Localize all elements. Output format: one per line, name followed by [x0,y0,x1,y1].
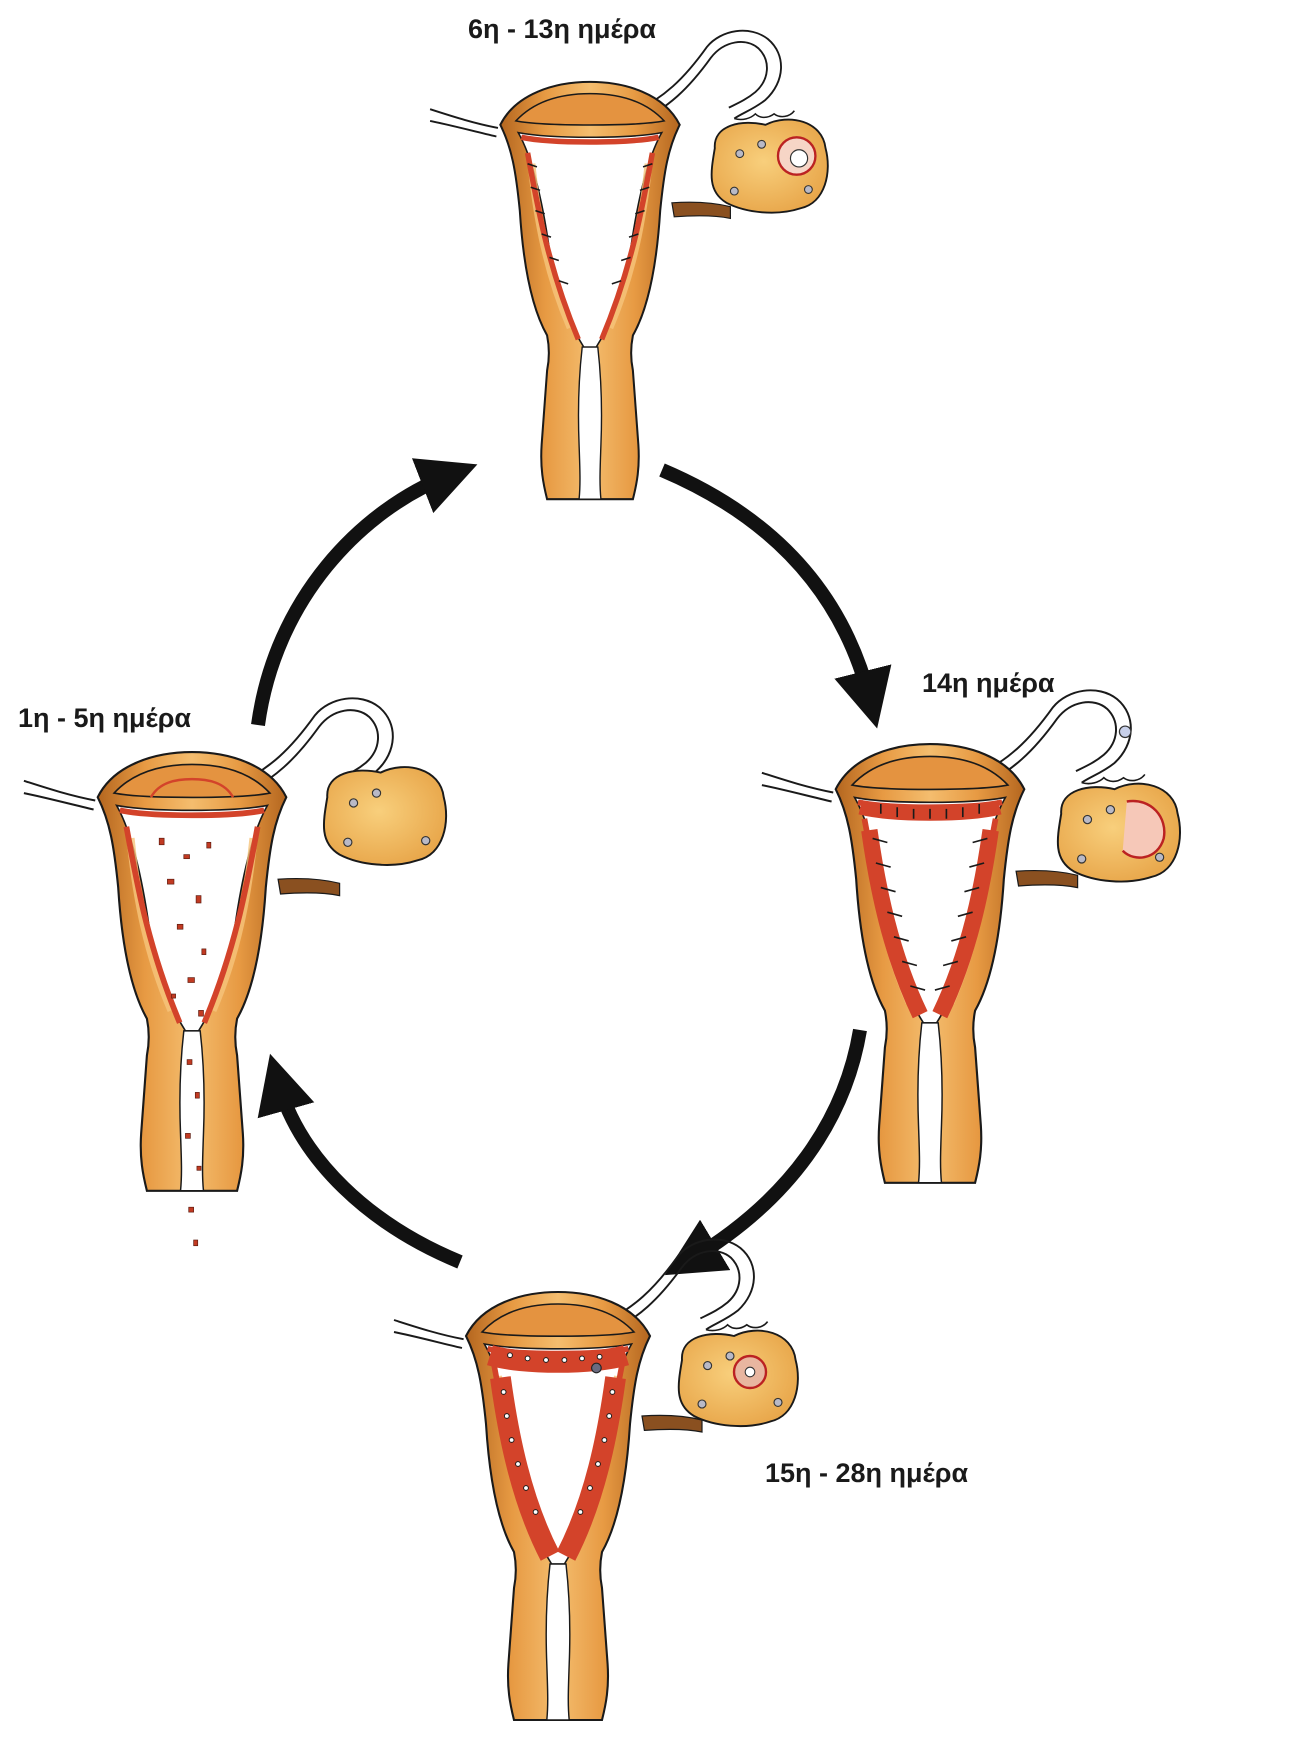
ovary-left [324,767,446,865]
ovary-bottom [679,1331,798,1426]
ovary-right [1058,784,1180,882]
cycle-arrow-left-to-top [258,475,450,725]
stage-label-left: 1η - 5η ημέρα [18,703,191,734]
uterus-left [24,698,446,1245]
cycle-arrow-top-to-right [662,470,870,700]
released-ovum [1119,726,1130,737]
ovary-top [712,120,828,213]
stage-label-right: 14η ημέρα [922,668,1055,699]
cycle-arrow-right-to-bottom [690,1030,860,1260]
uterus-bottom [394,1240,798,1720]
stage-label-top: 6η - 13η ημέρα [468,14,656,45]
cycle-arrow-bottom-to-left [278,1082,460,1262]
uterus-top [430,31,828,499]
uterus-right [762,690,1180,1182]
stage-label-bottom: 15η - 28η ημέρα [765,1458,968,1489]
